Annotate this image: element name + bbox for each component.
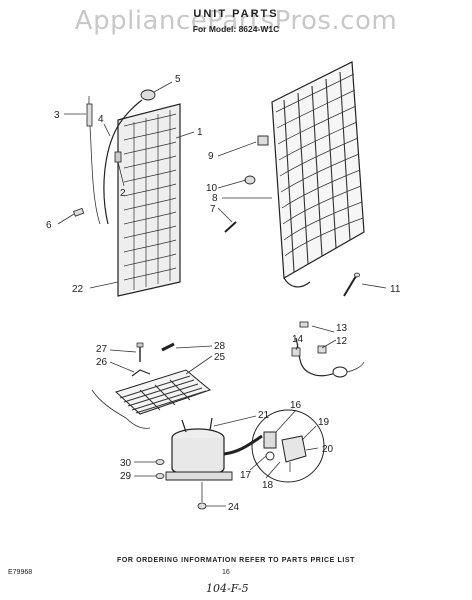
callout-1: 1 xyxy=(197,127,203,138)
catalog-number: E79968 xyxy=(8,569,33,576)
callout-18: 18 xyxy=(262,480,274,491)
callout-22: 22 xyxy=(72,284,84,295)
ordering-note: FOR ORDERING INFORMATION REFER TO PARTS … xyxy=(116,557,356,564)
callout-28: 28 xyxy=(214,341,226,352)
compressor xyxy=(155,417,263,510)
callout-9: 9 xyxy=(208,151,214,162)
callout-labels: 3 4 5 1 2 6 22 9 10 8 7 11 13 12 14 27 2… xyxy=(46,74,401,513)
callout-30: 30 xyxy=(120,458,132,469)
page-title: UNIT PARTS xyxy=(193,8,279,20)
callout-19: 19 xyxy=(318,417,330,428)
page-number: 16 xyxy=(222,569,230,576)
leader-lines xyxy=(57,81,387,507)
handwritten-note: 104-F-5 xyxy=(206,582,249,595)
callout-6: 6 xyxy=(46,220,52,231)
callout-4: 4 xyxy=(98,114,104,125)
callout-5: 5 xyxy=(175,74,181,85)
callout-12: 12 xyxy=(336,336,348,347)
callout-27: 27 xyxy=(96,344,108,355)
callout-7: 7 xyxy=(210,204,216,215)
watermark: AppliancePartsPros.com xyxy=(74,6,398,36)
relay-overload-assembly xyxy=(251,409,325,483)
callout-11: 11 xyxy=(390,284,401,295)
lower-condenser-coil xyxy=(91,342,212,429)
callout-10: 10 xyxy=(206,183,218,194)
evaporator-assembly xyxy=(73,89,181,297)
callout-13: 13 xyxy=(336,323,348,334)
callout-29: 29 xyxy=(120,471,132,482)
callout-2: 2 xyxy=(120,188,126,199)
callout-20: 20 xyxy=(322,444,334,455)
callout-26: 26 xyxy=(96,357,108,368)
callout-3: 3 xyxy=(54,110,60,121)
callout-24: 24 xyxy=(228,502,240,513)
callout-17: 17 xyxy=(240,470,252,481)
condenser-coil xyxy=(224,61,365,297)
callout-21: 21 xyxy=(258,410,270,421)
callout-14: 14 xyxy=(292,334,304,345)
callout-8: 8 xyxy=(212,193,218,204)
wiring-harness xyxy=(291,321,365,378)
callout-25: 25 xyxy=(214,352,226,363)
model-subtitle: For Model: 8624-W1C xyxy=(192,24,280,34)
callout-16: 16 xyxy=(290,400,302,411)
